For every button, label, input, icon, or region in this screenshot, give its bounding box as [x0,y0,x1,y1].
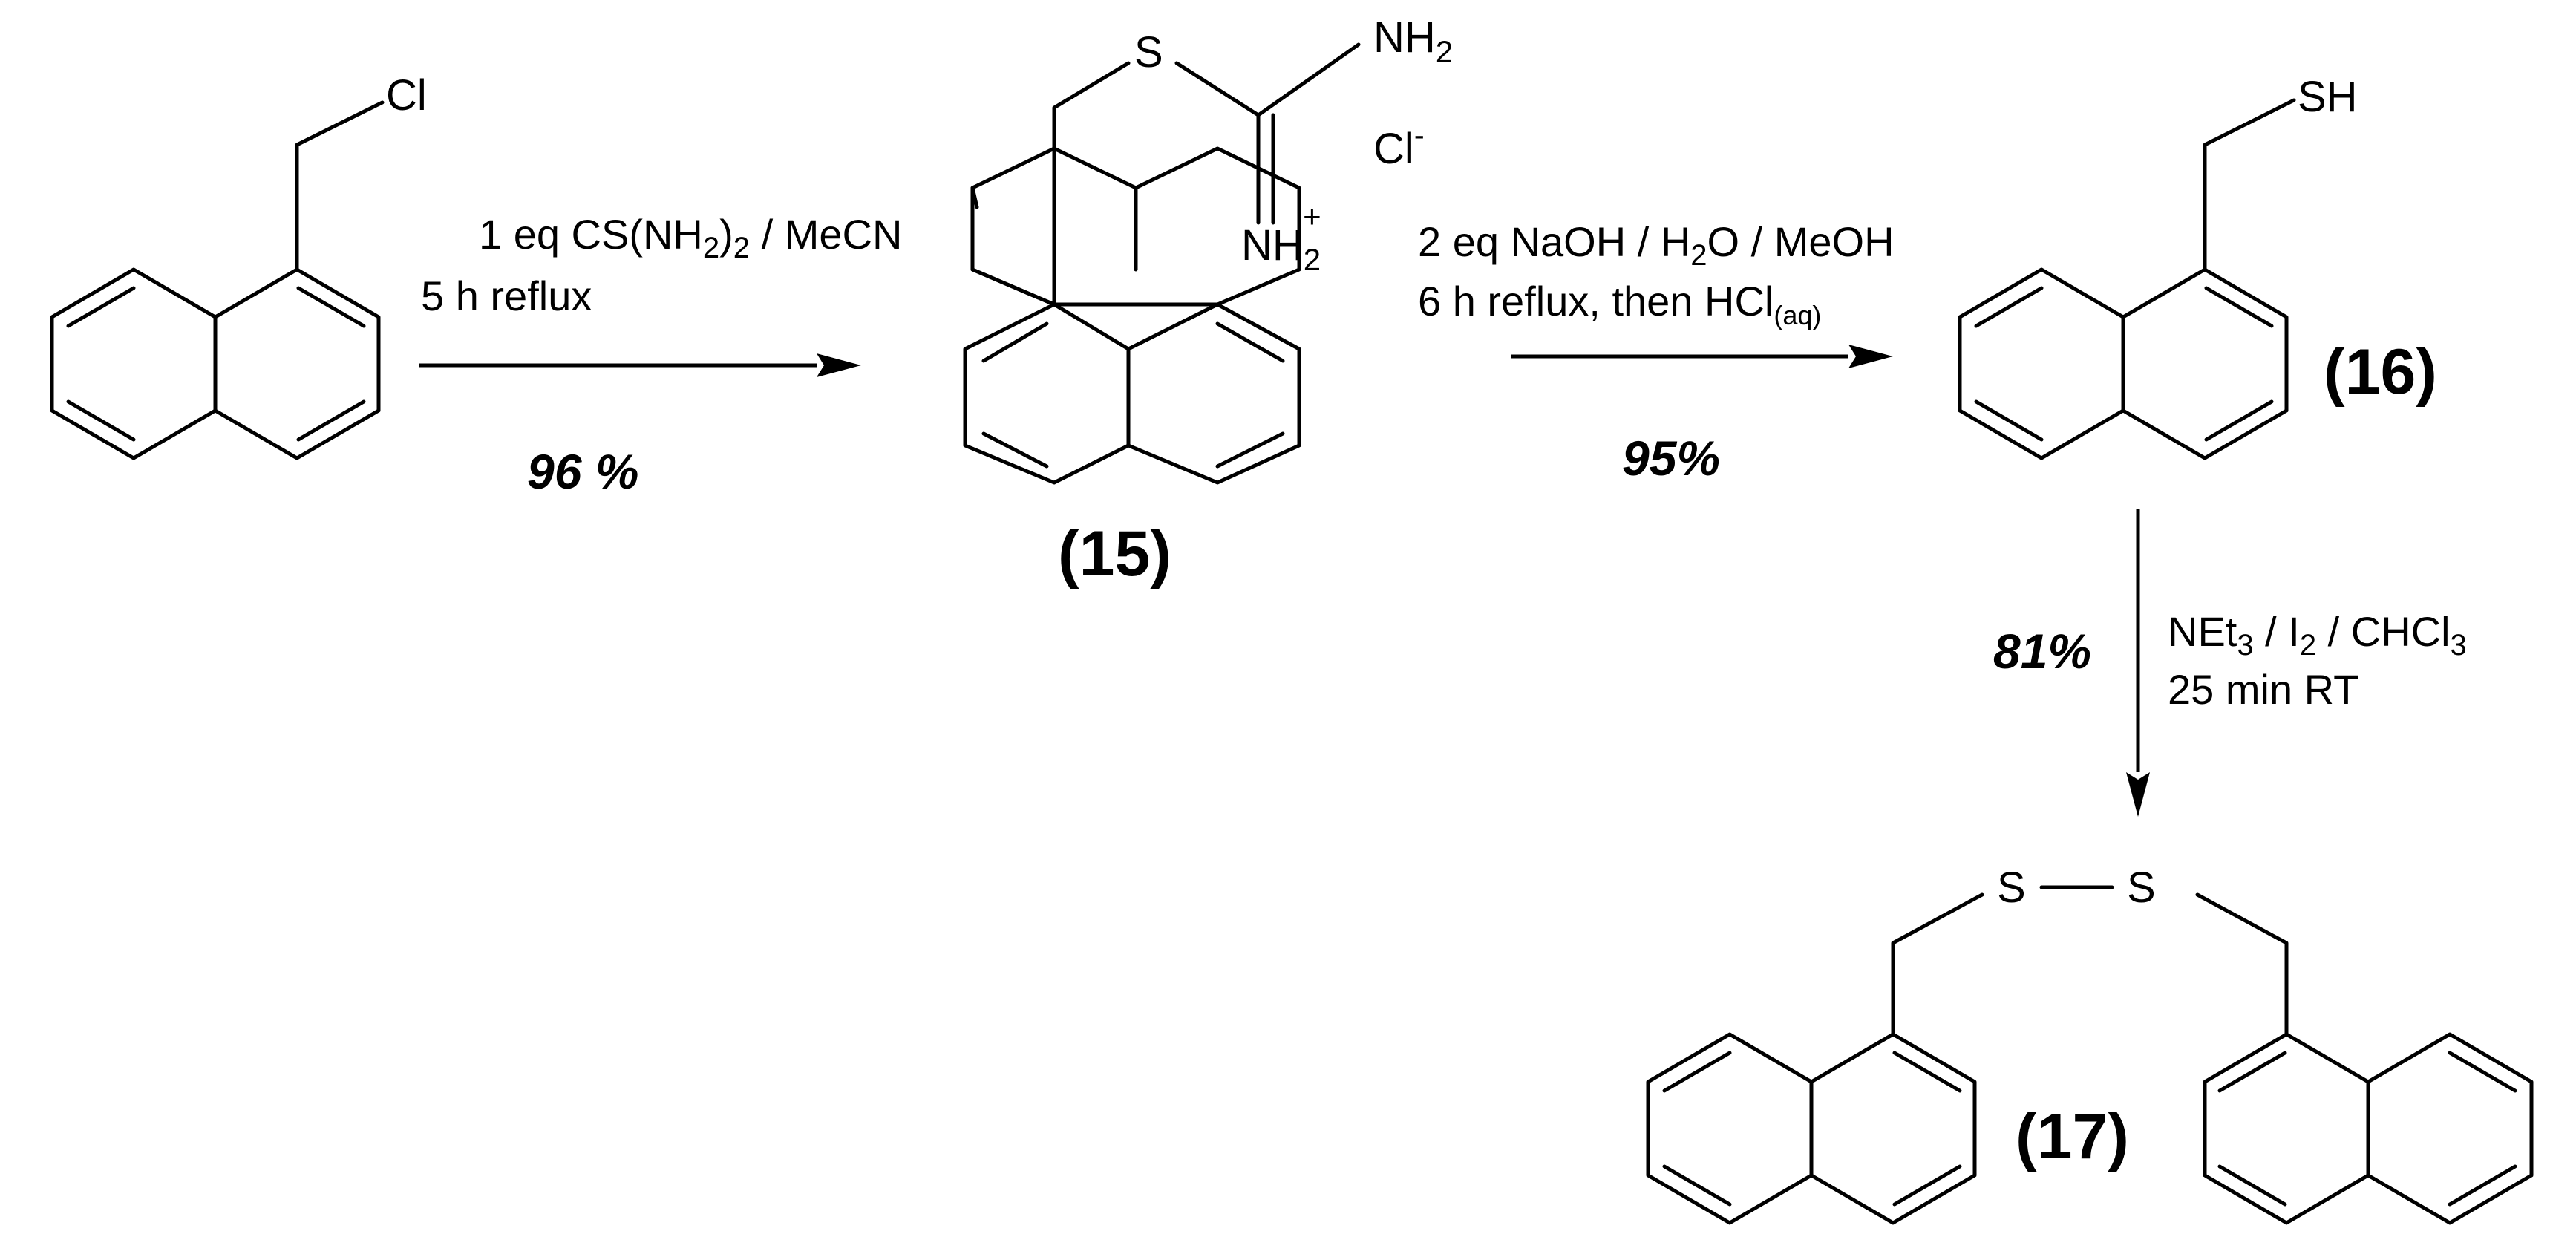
amine-label: NH2 [1373,13,1453,69]
step1: 1 eq CS(NH2)2 / MeCN 5 h reflux 96 % [419,211,902,499]
step1-reagent: 1 eq CS(NH2)2 / MeCN [479,211,902,264]
compound-15-number: (15) [1058,518,1171,590]
sulfur-left-label: S [1997,864,2026,912]
compound-17-structure [1646,885,2534,1225]
step2-conditions: 6 h reflux, then HCl(aq) [1418,278,1821,330]
iminium-label: NH2+ [1241,199,1321,277]
thiol-label: SH [2298,73,2358,121]
compound-16-number: (16) [2324,336,2437,408]
compound-16-structure: SH (16) [1958,73,2437,460]
sulfur-right-label: S [2127,864,2156,912]
step3-reagent: NEt3 / I2 / CHCl3 [2168,608,2467,662]
step3-yield: 81% [1993,624,2091,679]
starting-material-structure: Cl [50,71,427,460]
step2-yield: 95% [1622,431,1720,486]
step1-conditions: 5 h reflux [421,272,592,319]
chlorine-label: Cl [386,71,427,120]
step2: 2 eq NaOH / H2O / MeOH 6 h reflux, then … [1418,218,1895,486]
compound-15-structure [963,42,1361,485]
step3: 81% NEt3 / I2 / CHCl3 25 min RT [1993,509,2467,817]
step1-yield: 96 % [527,444,638,499]
chloride-label: Cl- [1373,117,1425,173]
compound-17-number: (17) [2016,1101,2129,1172]
step3-conditions: 25 min RT [2168,666,2358,713]
step2-reagent: 2 eq NaOH / H2O / MeOH [1418,218,1895,272]
sulfur-label: S [1134,28,1163,76]
compound-17-labels: S S (17) [1997,864,2156,1172]
compound-15-labels: S NH2 Cl- NH2+ (15) [1058,13,1453,590]
